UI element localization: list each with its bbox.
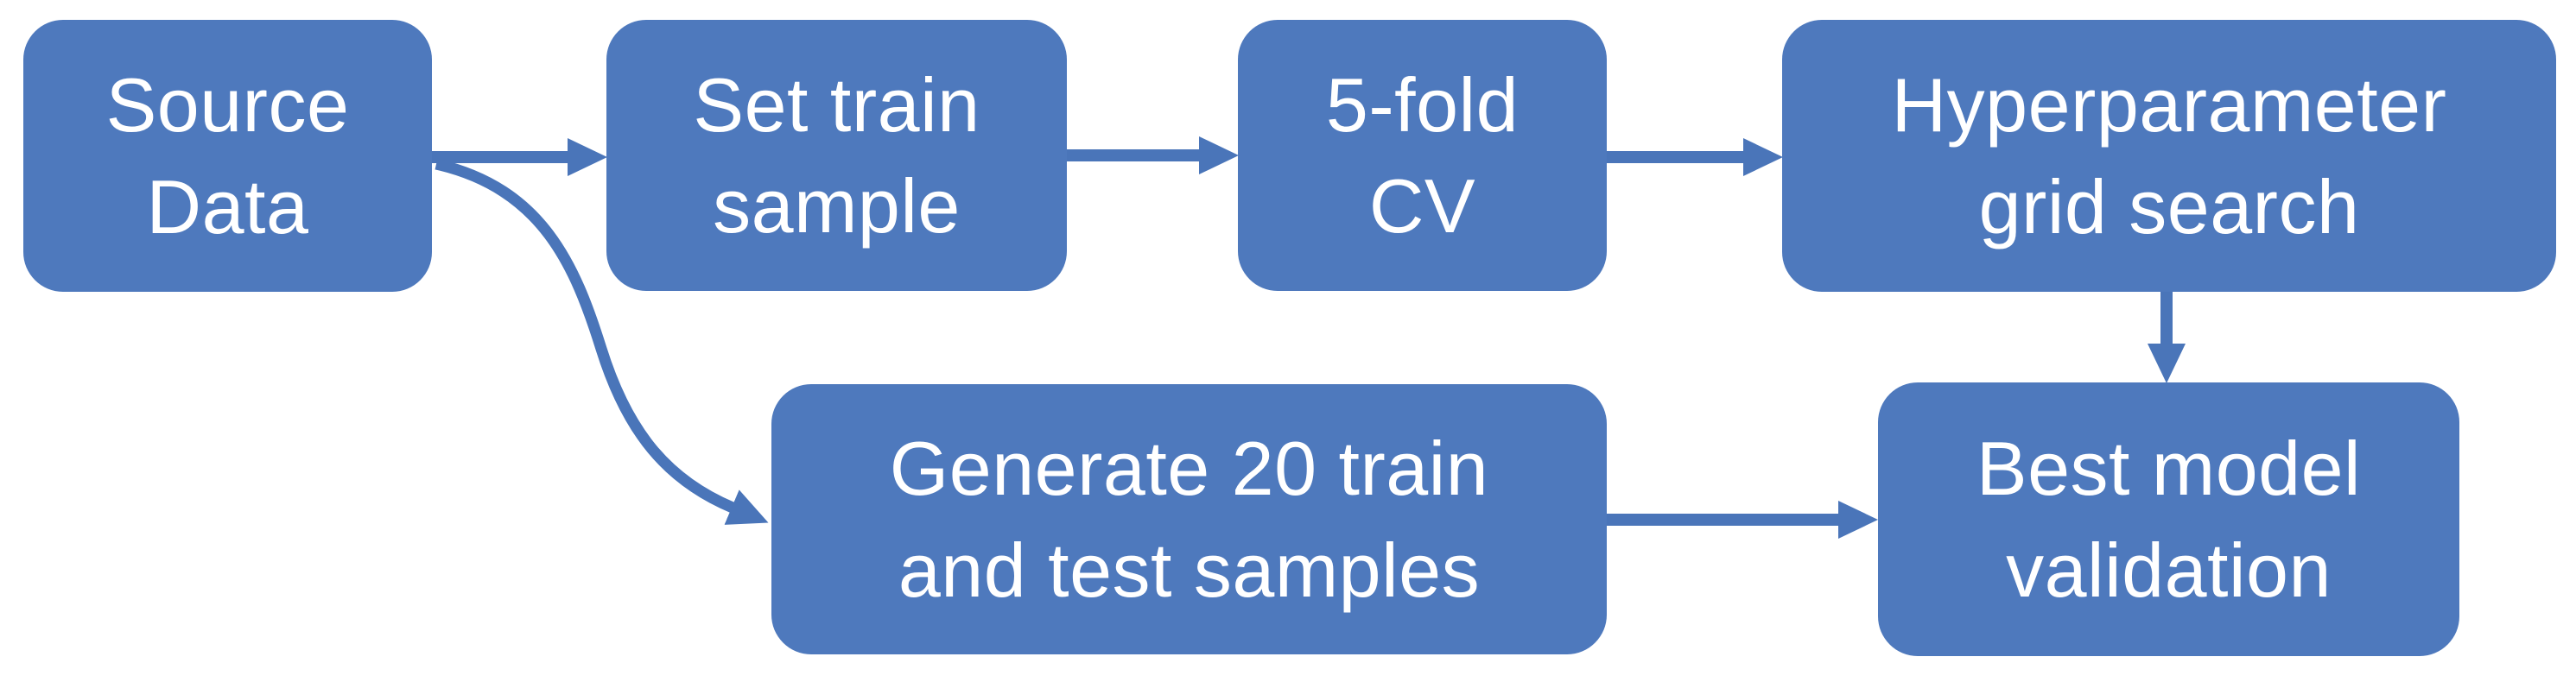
node-five-fold-cv: 5-fold CV xyxy=(1238,20,1607,291)
node-best-model-validation: Best model validation xyxy=(1878,382,2459,656)
node-set-train-sample: Set train sample xyxy=(606,20,1067,291)
node-source-data: Source Data xyxy=(23,20,432,292)
node-generate-20-train-and-test-samples: Generate 20 train and test samples xyxy=(771,384,1607,654)
node-hyperparameter-grid-search: Hyperparameter grid search xyxy=(1782,20,2556,292)
